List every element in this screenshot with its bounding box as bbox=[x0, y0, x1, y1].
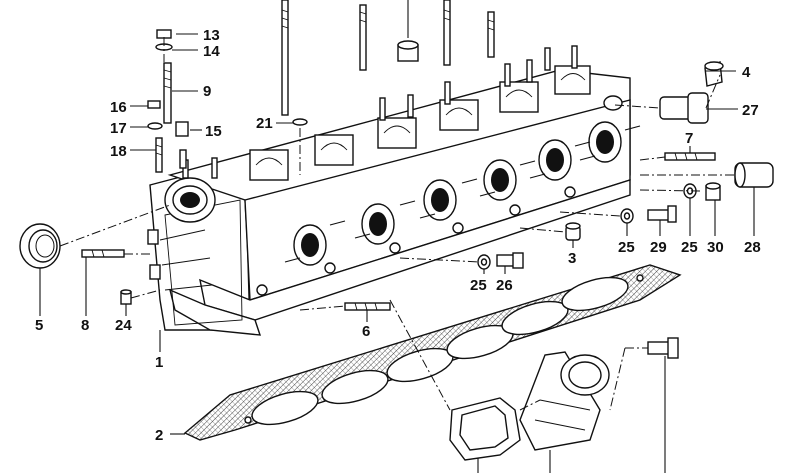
callout-13: 13 bbox=[203, 27, 220, 44]
callout-16: 16 bbox=[110, 99, 127, 116]
washer-25b bbox=[620, 208, 634, 224]
head-gasket bbox=[183, 264, 682, 441]
nut bbox=[397, 0, 419, 62]
ports bbox=[293, 95, 623, 266]
callout-17: 17 bbox=[110, 120, 127, 137]
seal-5 bbox=[19, 223, 61, 269]
sleeve-28 bbox=[734, 162, 774, 188]
callout-25-a: 25 bbox=[618, 239, 635, 256]
washer-25c bbox=[477, 254, 491, 270]
cam-towers bbox=[182, 45, 591, 181]
callout-29: 29 bbox=[650, 239, 667, 256]
cylinder-head bbox=[147, 45, 641, 336]
thermostat-housing bbox=[519, 351, 610, 451]
callout-labels: 13 14 9 16 17 15 18 21 4 27 7 25 29 25 3… bbox=[35, 27, 761, 444]
stud-6 bbox=[344, 302, 391, 311]
assembly-centerlines bbox=[59, 37, 735, 411]
cam-bore-boss bbox=[164, 177, 216, 223]
callout-14: 14 bbox=[203, 43, 220, 60]
temperature-sender bbox=[647, 337, 679, 359]
callout-28: 28 bbox=[744, 239, 761, 256]
housing-gasket bbox=[449, 397, 521, 461]
callout-15: 15 bbox=[205, 123, 222, 140]
callout-2: 2 bbox=[155, 427, 163, 444]
plug-3 bbox=[565, 222, 581, 241]
sensor-26 bbox=[496, 252, 524, 269]
stud-8 bbox=[81, 249, 125, 258]
callout-6: 6 bbox=[362, 323, 370, 340]
callout-1: 1 bbox=[155, 354, 163, 371]
sleeve-27 bbox=[659, 92, 709, 124]
callout-3: 3 bbox=[568, 250, 576, 267]
long-studs bbox=[281, 0, 495, 116]
callout-26: 26 bbox=[496, 277, 513, 294]
callout-24: 24 bbox=[115, 317, 132, 334]
plug-4 bbox=[704, 61, 724, 87]
callout-18: 18 bbox=[110, 143, 127, 160]
port-studs bbox=[284, 125, 641, 263]
leader-lines bbox=[39, 33, 755, 473]
plug-30 bbox=[705, 182, 721, 201]
callout-30: 30 bbox=[707, 239, 724, 256]
callout-25-c: 25 bbox=[470, 277, 487, 294]
callout-27: 27 bbox=[742, 102, 759, 119]
stud-7 bbox=[664, 152, 716, 161]
callout-4: 4 bbox=[742, 64, 751, 81]
bolt-24 bbox=[120, 289, 132, 305]
callout-5: 5 bbox=[35, 317, 43, 334]
callout-9: 9 bbox=[203, 83, 211, 100]
callout-7: 7 bbox=[685, 130, 693, 147]
callout-25-b: 25 bbox=[681, 239, 698, 256]
callout-21: 21 bbox=[256, 115, 273, 132]
sensor-29 bbox=[647, 205, 677, 223]
callout-8: 8 bbox=[81, 317, 89, 334]
